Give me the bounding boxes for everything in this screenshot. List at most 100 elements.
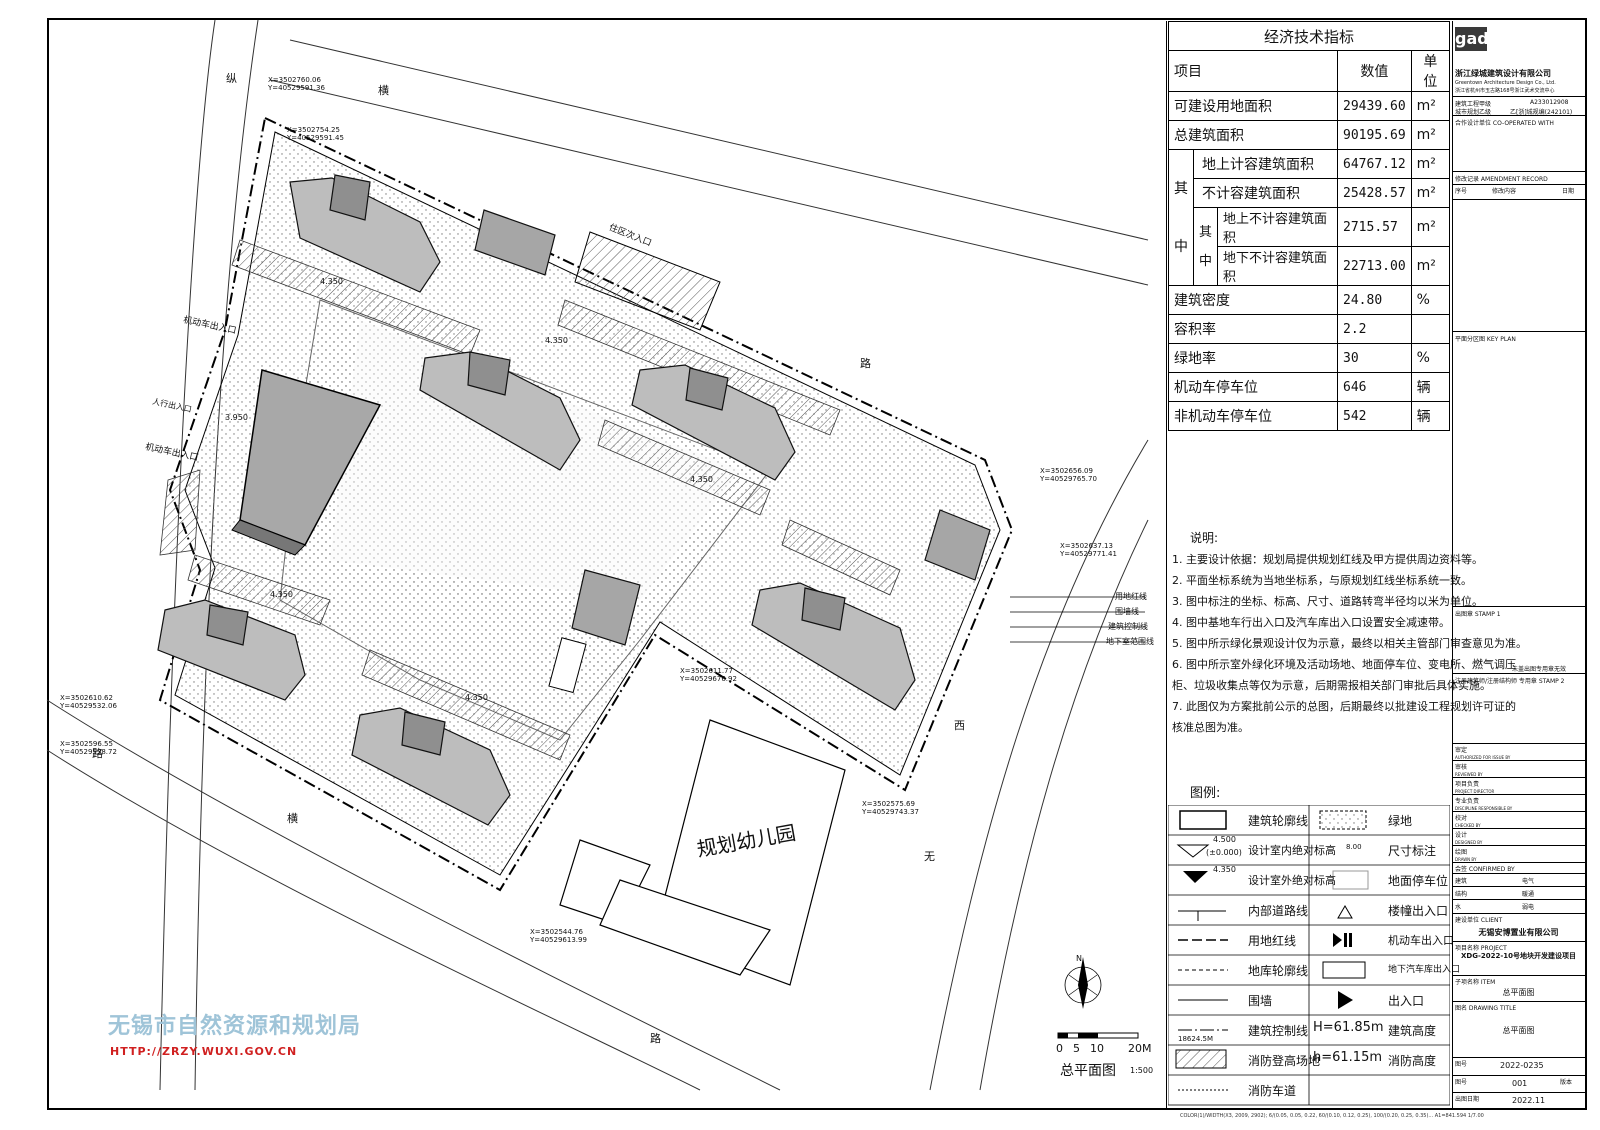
note-item: 2. 平面坐标系统为当地坐标系，与原规划红线坐标系统一致。	[1172, 574, 1472, 587]
econ-row-unit: 辆	[1410, 372, 1451, 402]
stamp2-label: 注册建筑师/注册结构师 专用章 STAMP 2	[1455, 678, 1565, 685]
econ-row-label: 地上不计容建筑面积	[1217, 207, 1339, 247]
drawing-title: 总平面图	[1502, 1026, 1535, 1035]
item-name: 总平面图	[1502, 988, 1535, 997]
econ-header-value: 数值	[1337, 50, 1412, 92]
legend-label: 围墙	[1248, 994, 1273, 1008]
sports-court	[548, 637, 587, 694]
note-item: 5. 图中所示绿化景观设计仅为示意，最终以相关主管部门审查意见为准。	[1172, 637, 1527, 650]
project-no-label: 图号	[1455, 1061, 1468, 1068]
road-label-zong: 纵	[226, 72, 237, 85]
econ-row-label: 不计容建筑面积	[1192, 178, 1339, 208]
cert-value: 乙[浙]城规编(242101)	[1510, 109, 1573, 116]
company-name-en: Greentown Architecture Design Co., Ltd.	[1455, 80, 1556, 86]
legend-label: 用地红线	[1248, 934, 1297, 948]
revision-col: 修改内容	[1492, 188, 1517, 195]
econ-header-unit: 单位	[1410, 50, 1451, 92]
legend-label: 地库轮廓线	[1248, 964, 1309, 978]
confirm-label: 会签 CONFIRMED BY	[1455, 866, 1515, 873]
econ-row-label: 地上计容建筑面积	[1192, 149, 1339, 179]
econ-row-value: 22713.00	[1337, 246, 1412, 286]
econ-title: 经济技术指标	[1168, 21, 1450, 51]
legend-label: 建筑轮廓线	[1248, 814, 1309, 828]
issue-date: 2022.11	[1512, 1096, 1546, 1105]
titleblock-divider	[1452, 21, 1453, 1108]
date-label: 出图日期	[1455, 1096, 1480, 1103]
legend-label: 出入口	[1388, 994, 1425, 1008]
econ-row-unit: %	[1410, 343, 1451, 373]
fire-access	[159, 239, 901, 761]
econ-row-label: 绿地率	[1167, 343, 1339, 373]
item-label: 子项名称 ITEM	[1455, 979, 1496, 986]
north-label: N	[1076, 954, 1082, 963]
coop-label: 合作设计单位 CO-OPERATED WITH	[1455, 120, 1554, 127]
legend-sample: 18624.5M	[1178, 1035, 1213, 1043]
client-label: 建设单位 CLIENT	[1455, 917, 1503, 924]
econ-subgroup-label: 其中	[1192, 207, 1219, 286]
plan-title: 总平面图	[1060, 1063, 1116, 1079]
legend-label: 绿地	[1388, 814, 1413, 828]
scale-tick-5: 5	[1073, 1042, 1080, 1055]
panel-divider	[1166, 21, 1167, 1108]
footer-plot-info: COLOR(1)/WIDTH(X3, 2009, 2902); 6/(0.05,…	[1180, 1113, 1484, 1119]
label-line-basement: 地下室范围线	[1106, 637, 1154, 646]
project-label: 项目名称 PROJECT	[1455, 945, 1507, 952]
road-label-lu: 路	[860, 357, 871, 370]
drawing-frame	[47, 18, 1587, 1110]
drawing-title-label: 图名 DRAWING TITLE	[1455, 1005, 1517, 1012]
label-line-red: 用地红线	[1115, 592, 1147, 601]
legend-sample: 4.500	[1213, 835, 1236, 844]
drawing-no: 001	[1512, 1079, 1528, 1088]
legend-sample: 4.350	[1213, 865, 1236, 874]
plan-scale: 1:500	[1130, 1066, 1154, 1075]
version-label: 版本	[1560, 1079, 1573, 1086]
legend-label: 建筑高度	[1388, 1024, 1437, 1038]
title-block: gad 浙江绿城建筑设计有限公司 Greentown Architecture …	[1452, 21, 1585, 1108]
legend-label: 消防车道	[1248, 1084, 1297, 1098]
notes-title: 说明:	[1190, 531, 1219, 545]
econ-header-item: 项目	[1167, 50, 1339, 92]
legend-label: 内部道路线	[1248, 904, 1309, 918]
econ-row-unit: m²	[1410, 178, 1451, 208]
north-arrow-icon	[1064, 957, 1102, 1009]
road-label-heng-2: 横	[287, 812, 298, 825]
confirm-row: 水	[1455, 904, 1462, 911]
legend-label: 消防高度	[1388, 1054, 1437, 1068]
elevation-label: 4.350	[690, 475, 713, 484]
econ-row-value: 29439.60	[1337, 91, 1412, 121]
elevation-label: 4.350	[320, 277, 343, 286]
label-line-wall: 围墙线	[1115, 607, 1139, 616]
econ-row-value: 646	[1337, 372, 1412, 402]
legend-grid	[1168, 805, 1450, 1106]
econ-row-unit: 辆	[1410, 401, 1451, 431]
confirm-row: 电气	[1522, 878, 1535, 885]
confirm-row: 建筑	[1455, 878, 1468, 885]
note-item: 1. 主要设计依据：规划局提供规划红线及甲方提供周边资料等。	[1172, 553, 1483, 566]
econ-row-value: 30	[1337, 343, 1412, 373]
econ-group-label: 其中	[1168, 149, 1194, 286]
keyplan-label: 平面分区图 KEY PLAN	[1455, 336, 1516, 343]
legend-label: 设计室外绝对标高	[1248, 874, 1336, 887]
legend-label: 建筑控制线	[1248, 1024, 1309, 1038]
legend-label: 设计室内绝对标高	[1248, 844, 1336, 857]
econ-row-value: 2.2	[1337, 314, 1412, 344]
revision-col: 序号	[1455, 188, 1468, 195]
stamp1-label: 出图章 STAMP 1	[1455, 611, 1501, 618]
cert-value: A233012908	[1530, 99, 1569, 106]
econ-row-label: 容积率	[1167, 314, 1339, 344]
econ-row-unit: m²	[1410, 149, 1451, 179]
confirm-row: 结构	[1455, 891, 1468, 898]
confirm-row: 暖通	[1522, 891, 1535, 898]
legend-sample: H=61.85m	[1313, 1020, 1384, 1035]
legend-label: 尺寸标注	[1388, 844, 1437, 858]
kindergarten	[559, 719, 846, 986]
revision-title: 修改记录 AMENDMENT RECORD	[1455, 176, 1548, 183]
econ-row-unit	[1410, 314, 1451, 344]
